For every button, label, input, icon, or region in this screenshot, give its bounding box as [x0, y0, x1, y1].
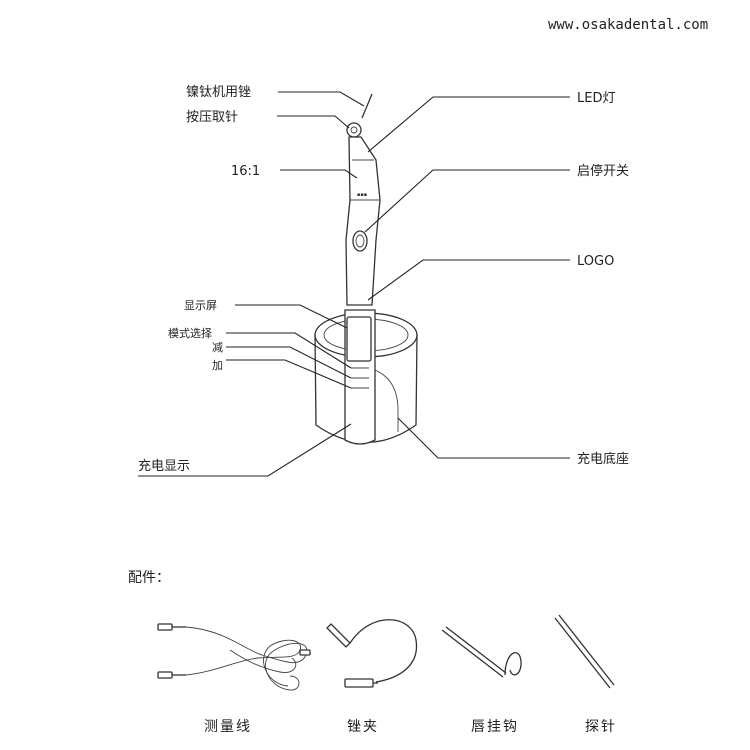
measuring-cable-illustration	[157, 623, 311, 691]
accessory-label-probe: 探针	[585, 719, 617, 735]
label-ratio: 16:1	[231, 164, 260, 179]
label-nickel-titanium-file: 镍钛机用锉	[186, 85, 251, 100]
accessory-label-file-clip: 锉夹	[347, 719, 379, 735]
probe-illustration	[554, 614, 615, 689]
label-mode-select: 模式选择	[168, 326, 212, 340]
callout-labels: 镍钛机用锉 按压取针 16:1 LED灯 启停开关 LOGO 显示屏 模式选择 …	[138, 85, 629, 474]
watermark-text: www.osakadental.com	[548, 17, 708, 33]
handpiece-body	[345, 136, 381, 306]
label-led: LED灯	[577, 91, 615, 106]
display-screen	[346, 316, 372, 362]
label-minus: 减	[212, 341, 223, 354]
label-power-switch: 启停开关	[577, 163, 629, 179]
label-charge-indicator: 充电显示	[138, 458, 190, 474]
file-clip-illustration	[326, 619, 418, 688]
accessories-heading: 配件：	[128, 570, 170, 586]
lip-hook-illustration	[441, 626, 522, 678]
accessory-label-measuring-cable: 测量线	[204, 719, 252, 735]
accessory-label-lip-hook: 唇挂钩	[471, 719, 519, 735]
handpiece-illustration: ▪▪▪	[314, 93, 418, 445]
power-switch	[352, 230, 368, 252]
svg-text:▪▪▪: ▪▪▪	[357, 192, 367, 198]
label-display: 显示屏	[184, 299, 217, 312]
push-button-head	[346, 122, 362, 138]
label-plus: 加	[212, 359, 223, 372]
label-charging-base: 充电底座	[577, 451, 629, 467]
label-push-release: 按压取针	[186, 110, 238, 125]
label-logo: LOGO	[577, 254, 614, 269]
leader-lines	[138, 91, 570, 477]
file-tip	[361, 93, 373, 119]
